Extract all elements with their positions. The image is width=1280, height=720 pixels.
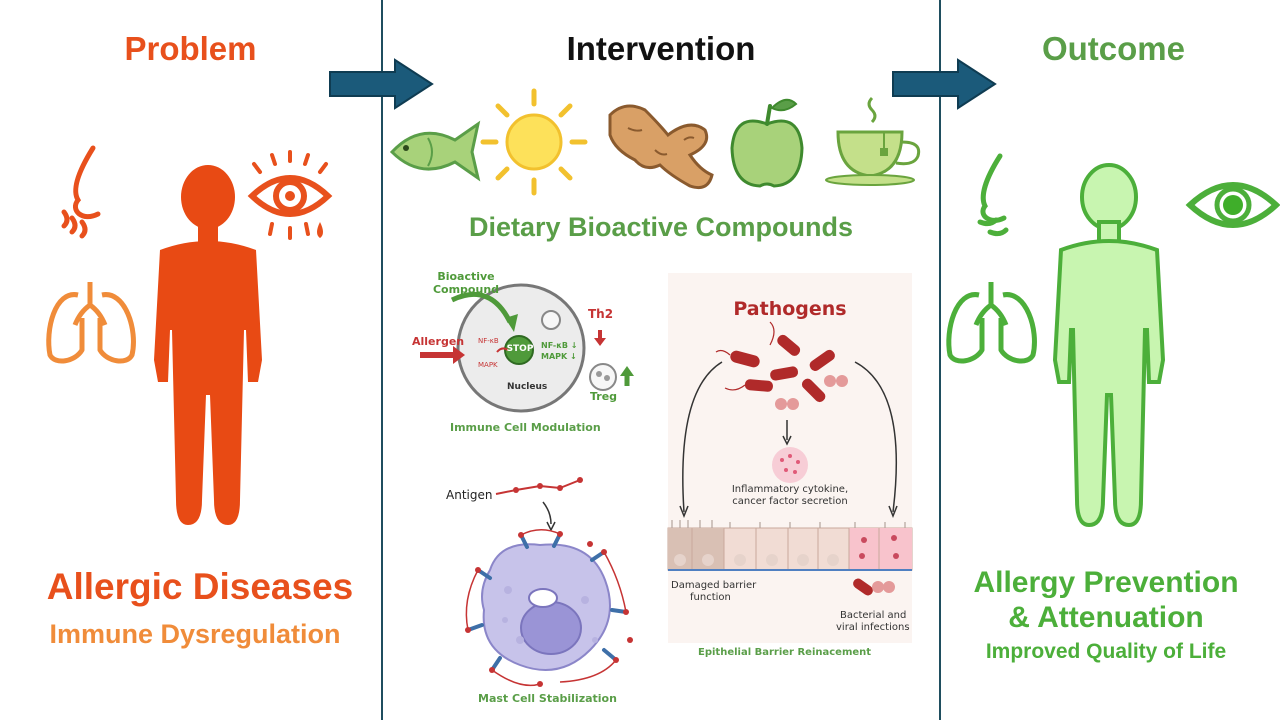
pathogens-label: Pathogens — [733, 298, 847, 320]
eye-icon — [247, 150, 333, 240]
th2-label: Th2 — [588, 307, 614, 321]
immune-panel-caption: Immune Cell Modulation — [450, 421, 601, 434]
mapk-right-label: MAPK ↓ — [541, 352, 577, 361]
nose-icon — [977, 153, 1009, 237]
allergen-label: Allergen — [412, 335, 465, 348]
treg-label: Treg — [590, 390, 618, 403]
nucleus-label: Nucleus — [507, 382, 548, 392]
problem-subtitle: Immune Dysregulation — [49, 619, 341, 649]
problem-illustration — [46, 145, 333, 525]
damaged-barrier-label-line2: function — [690, 592, 731, 603]
nfkb-left-label: NF-κB — [478, 337, 499, 345]
apple-icon — [730, 98, 804, 188]
bioactive-compound-label: Bioactive Compound — [432, 270, 500, 296]
nfkb-right-label: NF-κB ↓ — [541, 341, 578, 350]
compounds-title: Dietary Bioactive Compounds — [468, 212, 854, 242]
infection-label-line2: viral infections — [836, 622, 910, 633]
problem-title: Allergic Diseases — [46, 566, 354, 607]
intervention-heading: Intervention — [566, 30, 756, 67]
nose-icon — [61, 145, 101, 239]
stop-label: STOP — [506, 344, 534, 354]
problem-heading: Problem — [124, 30, 257, 67]
damaged-barrier-label-line1: Damaged barrier — [671, 580, 757, 591]
mast-panel-caption: Mast Cell Stabilization — [478, 692, 617, 705]
outcome-subtitle: Improved Quality of Life — [985, 640, 1227, 663]
epithelial-panel-caption: Epithelial Barrier Reinacement — [698, 647, 872, 658]
person-figure — [154, 165, 262, 525]
lungs-icon — [46, 282, 136, 364]
eye-icon — [1185, 182, 1280, 228]
sun-icon — [480, 88, 588, 196]
infection-label-line1: Bacterial and — [840, 610, 907, 621]
outcome-heading: Outcome — [1041, 30, 1186, 67]
lungs-icon — [946, 282, 1037, 364]
pathogens-cluster — [715, 321, 848, 410]
cytokine-label-line2: cancer factor secretion — [732, 496, 848, 507]
mapk-left-label: MAPK — [478, 361, 498, 369]
outcome-title-line2: & Attenuation — [1008, 601, 1204, 634]
tea-cup-icon — [825, 96, 921, 186]
fish-icon — [389, 120, 481, 182]
left-column-divider — [381, 0, 383, 720]
antigen-label: Antigen — [446, 488, 493, 502]
cytokine-label-line1: Inflammatory cytokine, — [731, 484, 849, 495]
person-figure — [1052, 163, 1166, 528]
outcome-title-line1: Allergy Prevention — [973, 566, 1239, 599]
epithelial-cells — [667, 520, 913, 571]
right-column-divider — [939, 0, 941, 720]
ginger-icon — [608, 104, 714, 190]
